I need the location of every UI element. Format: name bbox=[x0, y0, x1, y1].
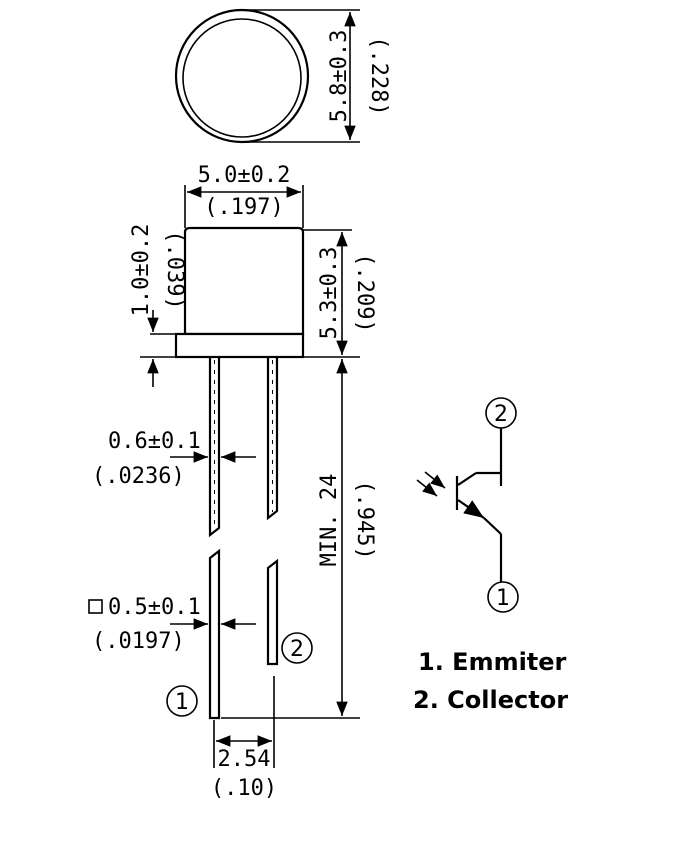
body-width-label: 5.0±0.2 bbox=[198, 163, 291, 188]
svg-text:1: 1 bbox=[496, 586, 510, 611]
body-height-inch-label: (.209) bbox=[352, 253, 377, 332]
lead-width-dimension: 0.6±0.1 (.0236) bbox=[92, 429, 256, 489]
lead-pitch-label: 2.54 bbox=[218, 747, 271, 772]
lead-width-inch-label: (.0236) bbox=[92, 464, 185, 489]
flange-height-inch-label: (.039) bbox=[162, 230, 187, 309]
body-width-inch-label: (.197) bbox=[204, 195, 283, 220]
light-arrows-icon bbox=[416, 471, 446, 497]
svg-text:2: 2 bbox=[290, 637, 304, 662]
square-symbol-icon bbox=[88, 599, 103, 614]
lead-pitch-dimension: 2.54 (.10) bbox=[211, 676, 277, 801]
legend-item-emitter: 1. Emmiter bbox=[418, 648, 567, 676]
pin-1-marker: 1 bbox=[166, 685, 198, 717]
body-height-label: 5.3±0.3 bbox=[317, 247, 342, 340]
lead-pitch-inch-label: (.10) bbox=[211, 776, 277, 801]
phototransistor-symbol: 2 1 bbox=[416, 397, 519, 613]
lead-2-lower bbox=[266, 558, 279, 666]
lead-width-label: 0.6±0.1 bbox=[108, 429, 201, 454]
lead-1-upper bbox=[208, 357, 221, 538]
led-body bbox=[183, 226, 305, 336]
led-flange bbox=[174, 332, 305, 359]
lead-length-label: MIN. 24 bbox=[317, 474, 342, 567]
lead-square-inch-label: (.0197) bbox=[92, 629, 185, 654]
top-view: 5.8±0.3 (.228) bbox=[174, 8, 391, 144]
side-view: 5.0±0.2 (.197) 5.3±0.3 (.209) 1.0±0.2 (.… bbox=[129, 163, 377, 387]
lens-inner-circle bbox=[182, 18, 302, 138]
svg-text:1: 1 bbox=[175, 690, 189, 715]
lead-square-dimension: 0.5±0.1 (.0197) bbox=[88, 595, 256, 654]
lead-2-upper bbox=[266, 357, 279, 521]
flange-height-label: 1.0±0.2 bbox=[129, 224, 154, 317]
pin-2-marker: 2 bbox=[281, 632, 313, 664]
lead-1-lower bbox=[208, 548, 221, 720]
lens-diameter-label: 5.8±0.3 bbox=[327, 30, 352, 123]
lead-length-inch-label: (.945) bbox=[352, 480, 377, 559]
lead-length-dimension: MIN. 24 (.945) bbox=[221, 359, 377, 719]
schematic-pin-1 bbox=[487, 581, 519, 613]
leads bbox=[208, 357, 279, 720]
lead-square-label: 0.5±0.1 bbox=[108, 595, 201, 620]
legend-item-collector: 2. Collector bbox=[413, 686, 568, 714]
lens-diameter-inch-label: (.228) bbox=[366, 36, 391, 115]
lens-outer-circle bbox=[174, 8, 310, 144]
svg-text:2: 2 bbox=[494, 402, 508, 427]
pin-legend: 1. Emmiter 2. Collector bbox=[413, 648, 568, 714]
